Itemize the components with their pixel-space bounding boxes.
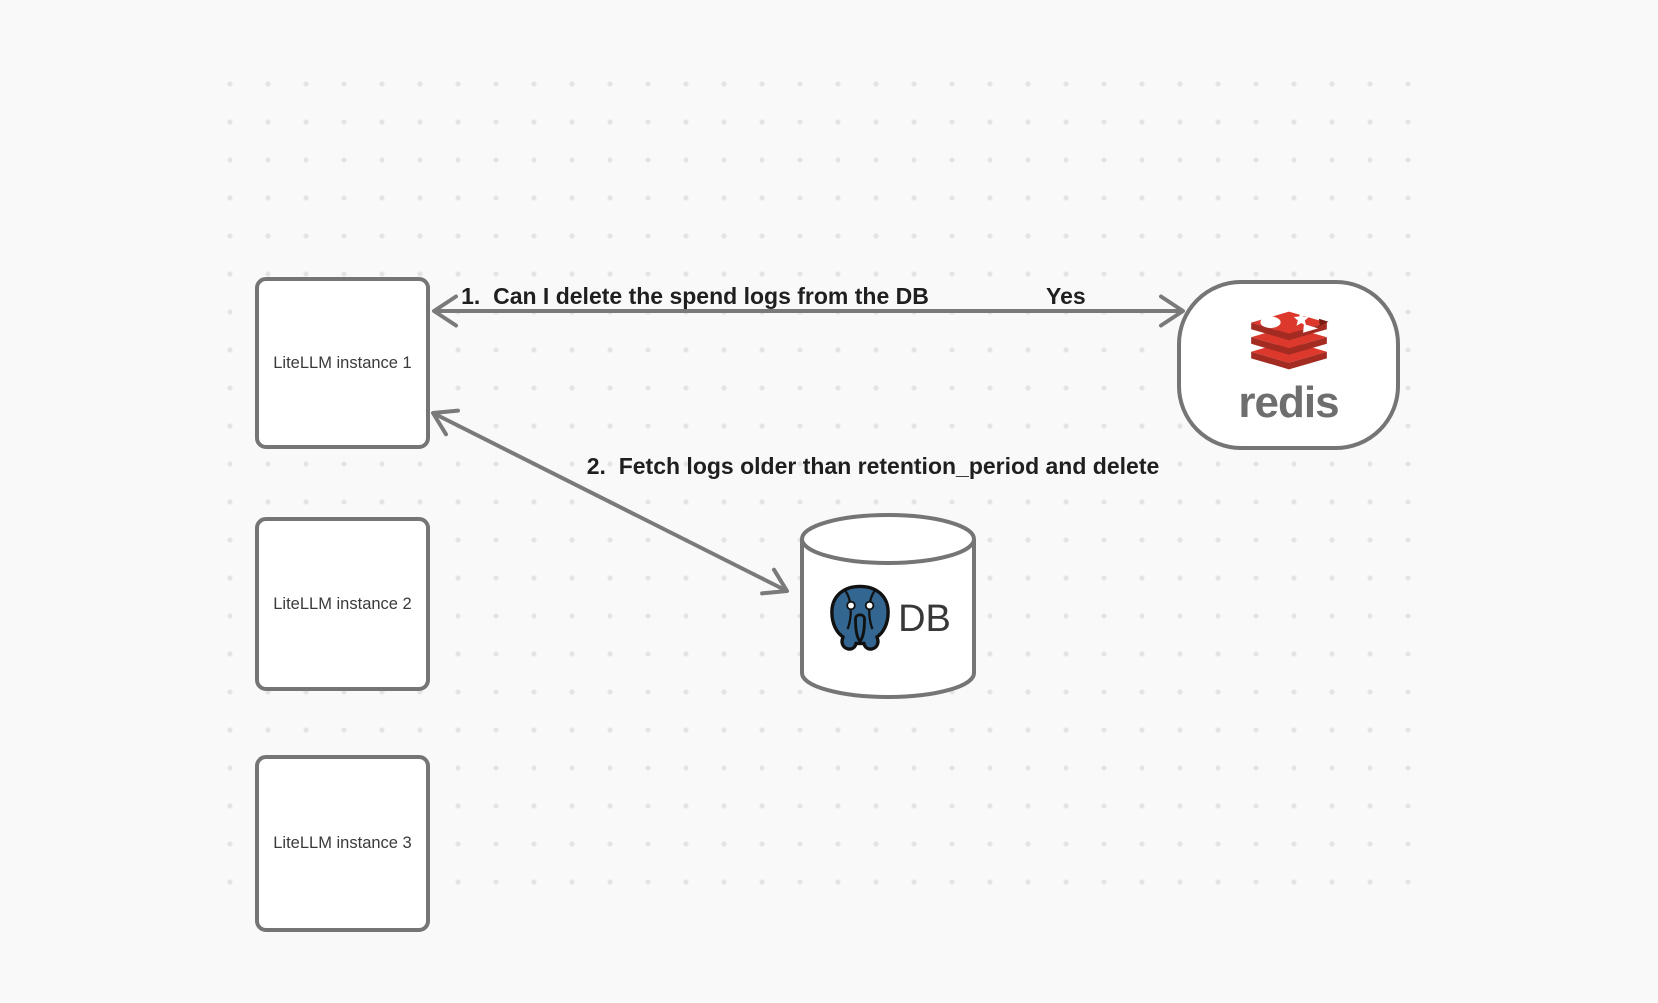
litellm-instance-3-label: LiteLLM instance 3	[273, 834, 412, 853]
db-node-content: DB	[800, 580, 975, 658]
litellm-instance-1-label: LiteLLM instance 1	[273, 353, 412, 372]
redis-node: redis	[1177, 280, 1400, 450]
arrow-step2-label: 2. Fetch logs older than retention_perio…	[586, 453, 1160, 479]
postgresql-elephant-icon	[830, 584, 890, 651]
litellm-instance-1-node: LiteLLM instance 1	[255, 277, 430, 449]
redis-cube-stack-icon	[1250, 311, 1329, 370]
arrow-step1-label: 1. Can I delete the spend logs from the …	[461, 283, 929, 309]
arrow-step1-response-label: Yes	[1046, 283, 1086, 309]
redis-wordmark: redis	[1238, 378, 1339, 427]
litellm-instance-2-label: LiteLLM instance 2	[273, 594, 412, 613]
litellm-instance-3-node: LiteLLM instance 3	[255, 755, 430, 932]
db-label: DB	[898, 598, 951, 640]
litellm-instance-2-node: LiteLLM instance 2	[255, 517, 430, 691]
